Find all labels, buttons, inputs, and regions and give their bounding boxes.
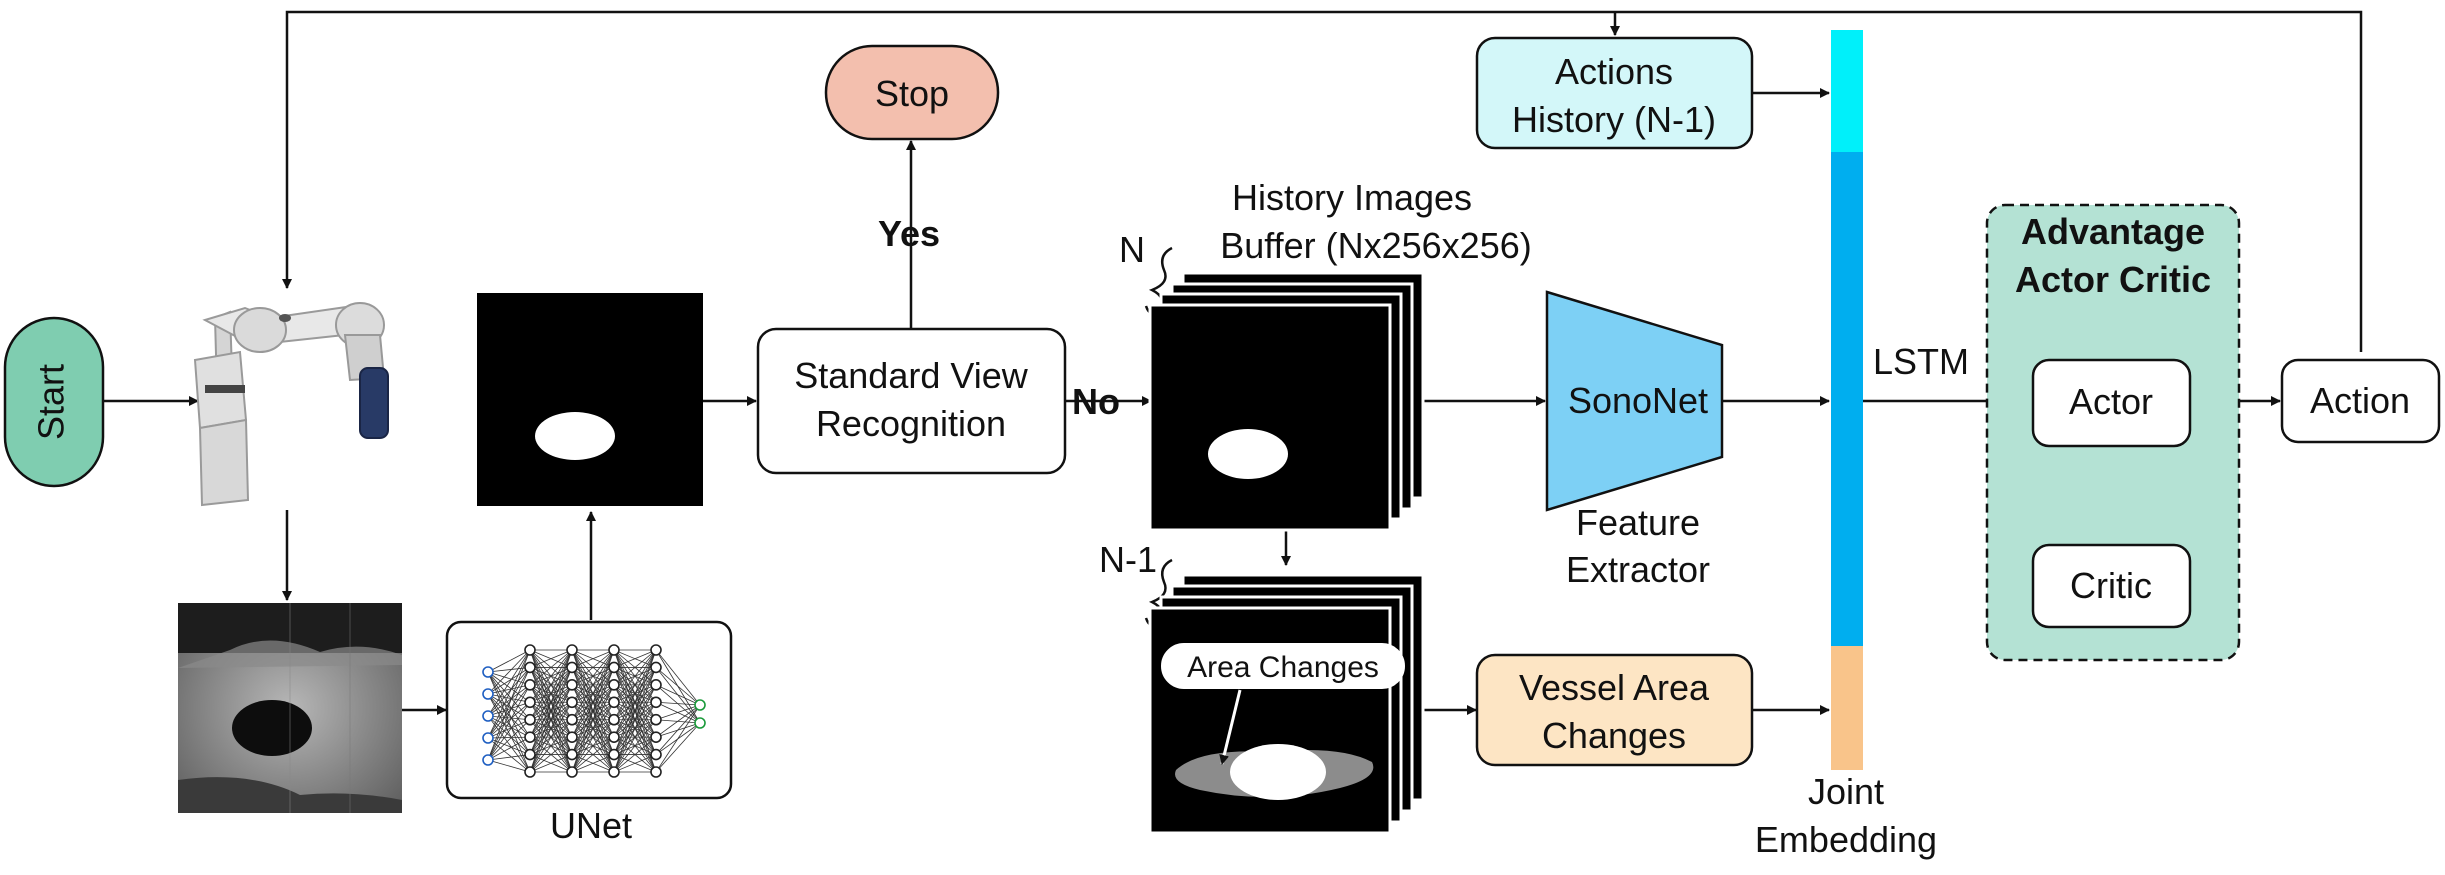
unet-label: UNet xyxy=(550,805,632,846)
unet-node xyxy=(566,713,578,726)
actions-history-label-1: Actions xyxy=(1555,51,1673,92)
unet-node xyxy=(694,717,706,729)
unet-node xyxy=(524,696,536,709)
unet-node xyxy=(650,713,662,726)
joint-embedding-label-1: Joint xyxy=(1808,771,1884,812)
unet-node xyxy=(608,696,620,709)
unet-node xyxy=(566,679,578,691)
unet-node xyxy=(482,710,494,722)
unet-node xyxy=(694,699,706,711)
actor-critic-panel: Advantage Actor Critic Actor Critic xyxy=(1985,203,2241,662)
bar-features-segment xyxy=(1831,152,1863,646)
standard-view-frame xyxy=(756,327,1067,475)
segmentation-mask xyxy=(477,293,703,506)
stop-node: Stop xyxy=(824,44,1000,141)
unet-node xyxy=(482,732,494,744)
advantage-title-2: Actor Critic xyxy=(2015,259,2211,300)
unet-node xyxy=(650,748,662,761)
no-label: No xyxy=(1072,381,1120,422)
unet-network-icon xyxy=(482,644,706,778)
lstm-label: LSTM xyxy=(1873,341,1969,382)
unet-node xyxy=(608,644,620,656)
unet-node xyxy=(524,713,536,726)
unet-node xyxy=(524,644,536,656)
critic-box xyxy=(2031,543,2192,629)
unet-node xyxy=(608,661,620,674)
unet-node xyxy=(566,644,578,656)
start-node: Start xyxy=(3,316,105,488)
unet-box: UNet xyxy=(445,620,733,846)
area-changes-label: Area Changes xyxy=(1187,651,1379,684)
actions-history-box: Actions History (N-1) xyxy=(1475,36,1754,150)
unet-node xyxy=(524,748,536,761)
unet-node xyxy=(608,731,620,743)
history-n-minus-1-stack: N-1 Area Changes xyxy=(1099,539,1425,835)
actor-label: Actor xyxy=(2069,381,2153,422)
advantage-title-1: Advantage xyxy=(2021,211,2205,252)
sononet-label: SonoNet xyxy=(1568,380,1708,421)
area-changes-callout xyxy=(1161,643,1405,689)
unet-node xyxy=(524,766,536,778)
action-box xyxy=(2280,358,2441,444)
stop-label: Stop xyxy=(875,73,949,114)
feature-extractor-label-1: Feature xyxy=(1576,502,1700,543)
bar-actions-segment xyxy=(1831,30,1863,152)
unet-node xyxy=(650,679,662,691)
unet-node xyxy=(650,766,662,778)
unet-node xyxy=(566,748,578,761)
ultrasound-image xyxy=(178,603,402,813)
unet-node xyxy=(524,661,536,674)
unet-node xyxy=(608,748,620,761)
joint-embedding-bar: LSTM Joint Embedding xyxy=(1755,30,1969,860)
standard-view-label-2: Recognition xyxy=(816,403,1006,444)
standard-view-recognition-box: Standard View Recognition xyxy=(756,327,1067,475)
unet-node xyxy=(650,661,662,674)
unet-node xyxy=(482,666,494,678)
actor-box xyxy=(2031,358,2192,448)
unet-node xyxy=(482,688,494,700)
vessel-area-label-1: Vessel Area xyxy=(1519,667,1710,708)
vessel-area-label-2: Changes xyxy=(1542,715,1686,756)
actions-history-label-2: History (N-1) xyxy=(1512,99,1716,140)
feature-extractor-label-2: Extractor xyxy=(1566,549,1710,590)
unet-node xyxy=(566,766,578,778)
stop-pill xyxy=(824,44,1000,141)
unet-node xyxy=(650,644,662,656)
unet-node xyxy=(566,731,578,743)
standard-view-label-1: Standard View xyxy=(794,355,1028,396)
unet-node xyxy=(524,731,536,743)
unet-node xyxy=(608,679,620,691)
vessel-area-changes-box: Vessel Area Changes xyxy=(1475,653,1754,767)
start-label: Start xyxy=(31,364,72,440)
actions-history-frame xyxy=(1475,36,1754,150)
history-title-1: History Images xyxy=(1232,177,1472,218)
unet-node xyxy=(608,713,620,726)
bar-area-segment xyxy=(1831,646,1863,770)
sononet-trapezoid xyxy=(1545,290,1724,512)
unet-node xyxy=(524,679,536,691)
history-title-2: Buffer (Nx256x256) xyxy=(1220,225,1532,266)
action-label: Action xyxy=(2310,380,2410,421)
unet-node xyxy=(566,661,578,674)
n-label: N xyxy=(1119,229,1145,270)
unet-node xyxy=(650,731,662,743)
action-node: Action xyxy=(2280,358,2441,444)
unet-node xyxy=(608,766,620,778)
unet-node xyxy=(566,696,578,709)
unet-node xyxy=(650,696,662,709)
sononet-block: SonoNet Feature Extractor xyxy=(1545,290,1724,590)
history-images-buffer: History Images Buffer (Nx256x256) N xyxy=(1119,177,1532,532)
joint-embedding-label-2: Embedding xyxy=(1755,819,1937,860)
robot-arm-image xyxy=(193,302,389,507)
unet-node xyxy=(482,754,494,766)
n-minus-1-label: N-1 xyxy=(1099,539,1157,580)
critic-label: Critic xyxy=(2070,565,2152,606)
start-pill xyxy=(3,316,105,488)
yes-label: Yes xyxy=(878,213,940,254)
vessel-area-frame xyxy=(1475,653,1754,767)
